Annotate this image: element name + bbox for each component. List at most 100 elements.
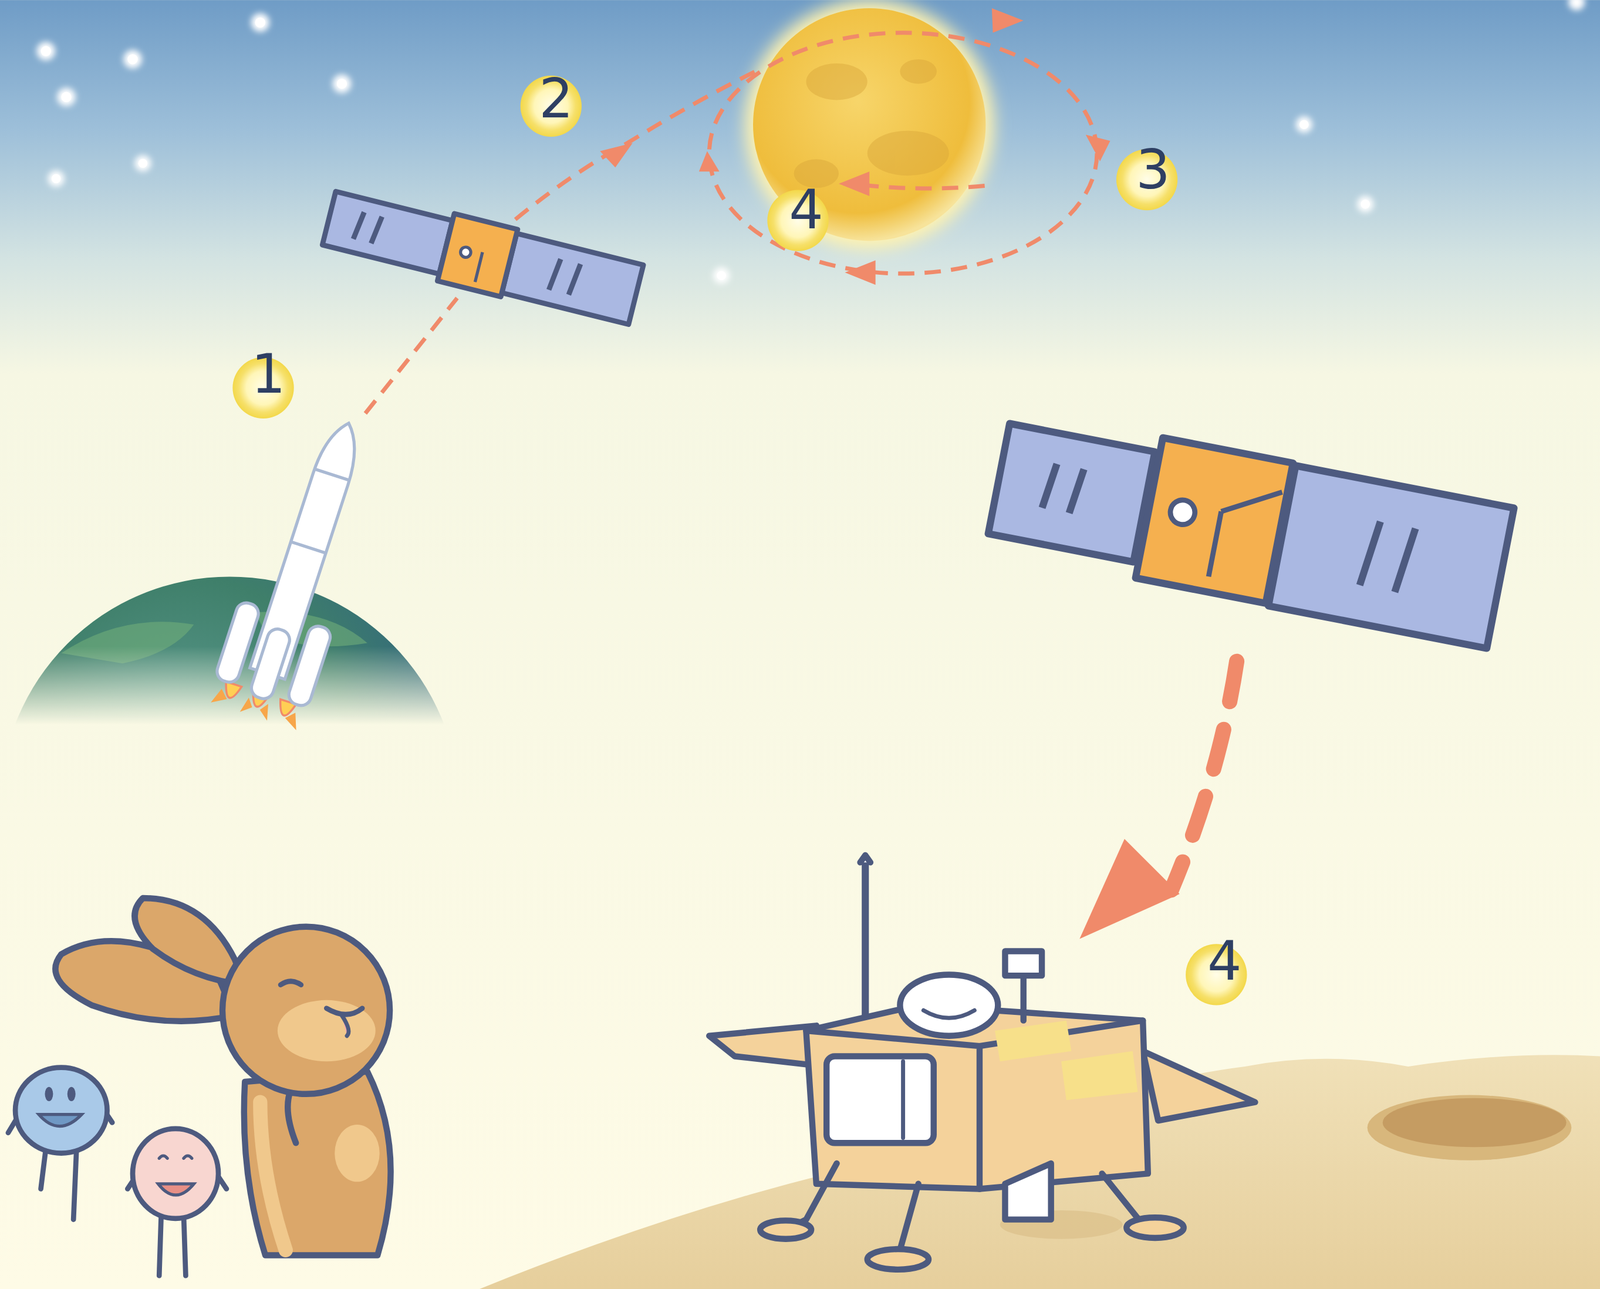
lander bbox=[760, 1220, 812, 1239]
companions bbox=[159, 1155, 192, 1159]
orbiter-small bbox=[568, 262, 581, 296]
rabbit bbox=[222, 926, 390, 1095]
orbiter-large bbox=[1394, 527, 1416, 594]
orbiter-small bbox=[320, 184, 645, 329]
stars bbox=[36, 41, 56, 60]
trajectory-arrowheads bbox=[838, 171, 870, 197]
stars bbox=[1295, 116, 1313, 133]
callout-number: 4 bbox=[788, 183, 824, 238]
trajectory bbox=[852, 183, 985, 189]
lander bbox=[1020, 974, 1027, 1021]
stars bbox=[41, 45, 52, 56]
orbiter-large bbox=[984, 408, 1515, 649]
companions bbox=[132, 1128, 219, 1219]
trajectory bbox=[365, 298, 457, 414]
callout-number: 4 bbox=[1207, 934, 1242, 989]
rabbit bbox=[55, 898, 391, 1255]
orbiter-large bbox=[1041, 462, 1057, 509]
stars bbox=[1360, 199, 1370, 209]
stars bbox=[48, 170, 65, 187]
stars bbox=[61, 92, 72, 103]
callout-number: 1 bbox=[251, 347, 286, 402]
rocket bbox=[248, 626, 293, 702]
rabbit bbox=[260, 1102, 286, 1251]
stars bbox=[127, 53, 138, 64]
lunar-ground bbox=[1382, 1098, 1567, 1147]
orbiter-large bbox=[1069, 467, 1085, 515]
stars bbox=[123, 49, 142, 69]
companions bbox=[67, 1087, 76, 1102]
rocket bbox=[286, 623, 333, 708]
orbiter-large bbox=[1168, 497, 1197, 527]
stars bbox=[1568, 0, 1585, 11]
moon bbox=[805, 63, 867, 101]
lander bbox=[994, 1020, 1138, 1101]
lander bbox=[709, 855, 1255, 1270]
rabbit bbox=[341, 1015, 349, 1036]
orbiter-small bbox=[474, 252, 483, 283]
companions bbox=[44, 1087, 53, 1102]
earth bbox=[0, 576, 459, 1036]
lander bbox=[860, 855, 871, 863]
callout-number: 3 bbox=[1135, 143, 1171, 198]
orbiter-large bbox=[1268, 465, 1514, 648]
lander bbox=[826, 1055, 934, 1143]
stars bbox=[51, 174, 62, 184]
trajectory-arrowheads bbox=[599, 8, 1110, 285]
companions bbox=[183, 1214, 186, 1276]
callout-badges bbox=[232, 75, 1247, 1006]
stars bbox=[1357, 196, 1374, 213]
earth bbox=[0, 576, 459, 1036]
lander bbox=[861, 859, 869, 1021]
companions bbox=[157, 1183, 194, 1196]
rocket bbox=[291, 541, 327, 553]
descent-arrow bbox=[1079, 838, 1180, 939]
callout-number: 2 bbox=[538, 72, 574, 127]
stars bbox=[36, 0, 1585, 284]
orbiter-small bbox=[459, 245, 472, 259]
stars bbox=[713, 267, 730, 285]
moon bbox=[867, 130, 950, 176]
lander bbox=[1004, 950, 1042, 976]
rabbit bbox=[134, 898, 245, 985]
rocket bbox=[314, 468, 350, 481]
rabbit bbox=[334, 1124, 380, 1182]
lander bbox=[923, 1010, 975, 1018]
orbiter-small bbox=[548, 258, 561, 292]
orbiter-large bbox=[1208, 511, 1222, 577]
companions bbox=[15, 1067, 107, 1154]
trajectory bbox=[365, 32, 1097, 414]
trajectory-arrowheads bbox=[844, 260, 876, 285]
stars bbox=[716, 271, 727, 281]
stars bbox=[56, 88, 76, 107]
stars bbox=[134, 154, 151, 172]
descent-arrow bbox=[1079, 661, 1237, 940]
lunar-ground bbox=[1367, 1095, 1572, 1161]
orbiter-small bbox=[370, 215, 383, 245]
companions bbox=[73, 1148, 77, 1220]
lander bbox=[900, 1061, 906, 1138]
companions bbox=[41, 1148, 47, 1190]
rabbit bbox=[326, 1008, 363, 1015]
trajectory-arrowheads bbox=[599, 143, 633, 168]
lander bbox=[1004, 1163, 1051, 1220]
orbiter-small bbox=[501, 233, 644, 325]
stars bbox=[138, 158, 148, 168]
trajectory-arrowheads bbox=[699, 150, 720, 172]
lander bbox=[1142, 1051, 1255, 1121]
rocket bbox=[206, 407, 396, 732]
orbiter-large bbox=[1359, 520, 1381, 587]
moon bbox=[794, 59, 950, 188]
trajectory-arrowheads bbox=[1085, 134, 1111, 162]
companions bbox=[159, 1214, 161, 1276]
rabbit bbox=[244, 1071, 391, 1256]
orbiter-small bbox=[353, 211, 365, 241]
lander bbox=[899, 974, 998, 1036]
orbiter-small bbox=[322, 191, 453, 275]
stars bbox=[336, 78, 347, 89]
trajectory bbox=[515, 71, 756, 220]
stars bbox=[251, 13, 270, 32]
